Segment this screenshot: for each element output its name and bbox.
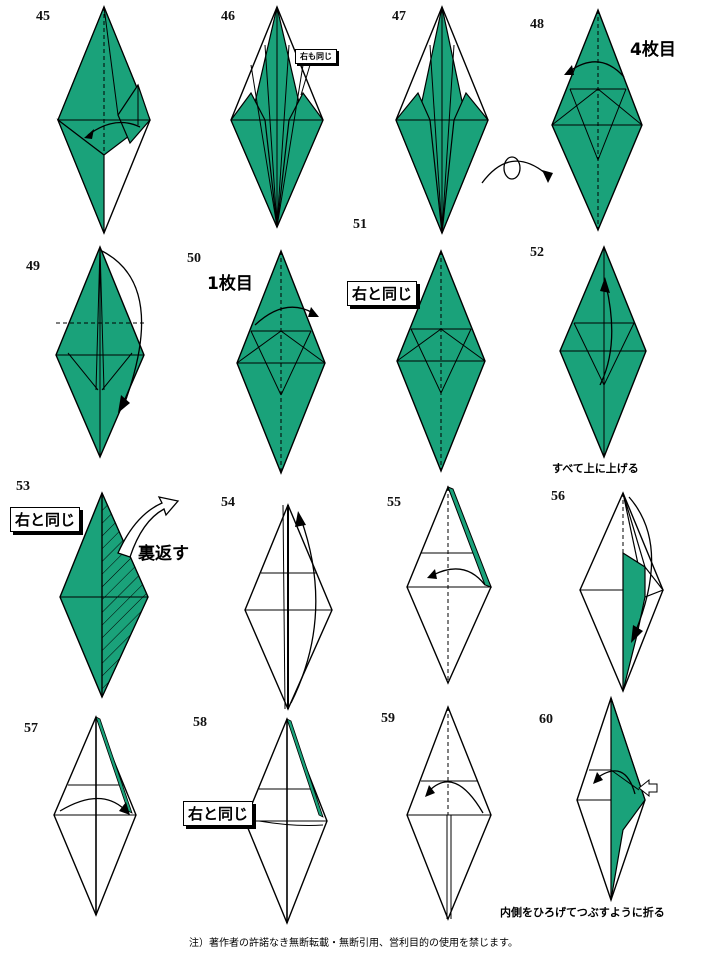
- kite-diagram: [230, 5, 324, 229]
- same-as-right-callout: 右と同じ: [10, 507, 81, 532]
- step-number: 59: [381, 711, 395, 726]
- step-45: 45: [20, 5, 190, 245]
- step-number: 58: [193, 715, 207, 730]
- step-51: 51 右と同じ: [347, 215, 525, 473]
- step-49: 49: [20, 245, 190, 485]
- step-number: 54: [221, 495, 235, 510]
- same-as-right-callout: 右と同じ: [183, 801, 254, 826]
- step-56: 56: [545, 475, 707, 715]
- step-57: 57: [20, 705, 190, 945]
- step-50: 50 1枚目: [187, 245, 365, 485]
- step-number: 51: [353, 217, 367, 232]
- kite-diagram: [244, 503, 333, 711]
- step-58: 58 右と同じ: [183, 705, 385, 945]
- kite-diagram: [56, 5, 151, 235]
- layer-count-label: 1枚目: [207, 274, 253, 294]
- step-number: 46: [221, 9, 235, 24]
- kite-diagram: [579, 491, 664, 693]
- kite-diagram: [559, 245, 647, 459]
- kite-diagram: [406, 705, 492, 921]
- kite-diagram: [244, 717, 328, 925]
- layer-count-label: 4枚目: [630, 40, 676, 60]
- step-54: 54: [221, 475, 395, 715]
- step-number: 48: [530, 17, 544, 32]
- step-number: 56: [551, 489, 565, 504]
- step-number: 47: [392, 9, 406, 24]
- kite-diagram: [551, 8, 643, 232]
- kite-diagram: [576, 695, 658, 903]
- fold-arrow-icon: [59, 797, 125, 812]
- fold-arrow-icon: [428, 781, 484, 814]
- step-59: 59: [381, 705, 555, 945]
- fold-arrow-icon: [290, 518, 317, 704]
- step-number: 57: [24, 721, 38, 736]
- same-right-callout: 右も同じ: [295, 49, 337, 64]
- step-52: 52 すべて上に上げる: [530, 245, 700, 485]
- push-arrow-icon: [638, 778, 658, 798]
- kite-diagram: [395, 5, 553, 235]
- same-as-right-callout: 右と同じ: [347, 281, 418, 306]
- fold-arrow-icon: [101, 250, 143, 406]
- kite-diagram: [396, 249, 486, 473]
- fold-arrow-icon: [599, 284, 613, 386]
- step-number: 45: [36, 9, 50, 24]
- kite-diagram: [59, 491, 180, 699]
- step-number: 53: [16, 479, 30, 494]
- turn-over-label: 裏返す: [138, 544, 189, 564]
- turn-over-arrow-icon: [117, 496, 180, 558]
- step-number: 49: [26, 259, 40, 274]
- all-fold-up-label: すべて上に上げる: [552, 462, 639, 475]
- step-number: 52: [530, 245, 544, 260]
- kite-diagram: [55, 245, 145, 459]
- step-48: 48 4枚目: [530, 5, 700, 245]
- step-number: 60: [539, 712, 553, 727]
- step-46: 46 右も同じ: [195, 5, 365, 245]
- step-47: 47: [370, 5, 553, 245]
- rotate-arrow-icon: [503, 156, 521, 180]
- kite-diagram: [236, 249, 326, 475]
- step-number: 55: [387, 495, 401, 510]
- step-number: 50: [187, 251, 201, 266]
- step-55: 55: [385, 475, 555, 715]
- step-53: 53 右と同じ 裏返す: [10, 475, 189, 715]
- fold-arrow-icon: [569, 61, 625, 78]
- fold-arrow-icon: [628, 496, 653, 634]
- fold-arrow-icon: [432, 568, 486, 586]
- copyright-notice: 注）著作者の許諾なき無断転載・無断引用、営利目的の使用を禁じます。: [189, 938, 518, 949]
- kite-diagram: [406, 485, 492, 685]
- fold-arrow-icon: [254, 306, 314, 326]
- inside-reverse-label: 内側をひろげてつぶすように折る: [500, 906, 665, 919]
- kite-diagram: [53, 715, 137, 917]
- step-60: 60: [539, 690, 707, 930]
- fold-arrow-icon: [596, 770, 636, 795]
